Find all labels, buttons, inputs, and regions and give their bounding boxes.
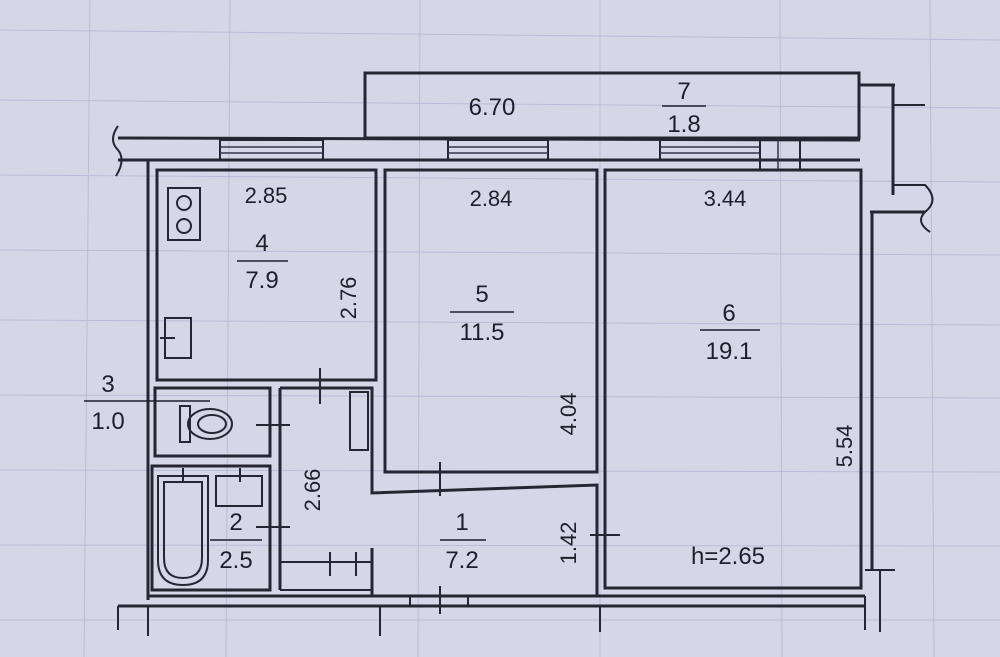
room6-area: 19.1 — [706, 338, 753, 365]
room2-number: 2 — [229, 509, 242, 536]
room5-width: 2.84 — [470, 186, 513, 211]
kitchen-depth: 2.76 — [336, 277, 361, 320]
balcony-door — [759, 137, 801, 171]
room1-number: 1 — [455, 509, 468, 536]
room3-area: 1.0 — [91, 408, 124, 435]
room5-area: 11.5 — [460, 319, 505, 346]
room6-walls — [603, 168, 863, 590]
bathroom-sink-icon — [215, 475, 263, 507]
room4-area: 7.9 — [245, 267, 278, 294]
balcony-length: 6.70 — [469, 94, 516, 121]
window-room6 — [659, 139, 761, 161]
bathtub-icon — [157, 475, 209, 587]
room5-walls — [383, 168, 599, 474]
kitchen-width: 2.85 — [245, 183, 288, 208]
room5-depth: 4.04 — [556, 393, 581, 436]
room6-number: 6 — [722, 300, 735, 327]
room6-width: 3.44 — [704, 186, 747, 211]
toilet-walls — [153, 386, 272, 458]
room-labels: 7 1.8 4 7.9 5 11.5 6 19.1 3 1.0 2 2.5 1 … — [84, 78, 760, 574]
fixtures — [157, 187, 263, 587]
room2-area: 2.5 — [219, 547, 252, 574]
room4-number: 4 — [255, 230, 268, 257]
window-room5 — [447, 139, 549, 161]
hall-depth: 2.66 — [300, 469, 325, 512]
corridor-depth: 1.42 — [556, 522, 581, 565]
room7-area: 1.8 — [667, 111, 700, 138]
break-mark-right — [893, 184, 934, 233]
door-marks — [182, 368, 620, 614]
stove-icon — [167, 187, 201, 241]
room1-area: 7.2 — [445, 547, 478, 574]
dimension-labels: 6.70 2.85 2.84 3.44 2.76 4.04 5.54 2.66 … — [245, 94, 857, 570]
ceiling-height: h=2.65 — [691, 543, 765, 570]
room7-number: 7 — [677, 78, 690, 105]
room3-number: 3 — [101, 371, 114, 398]
windows — [219, 137, 801, 607]
room6-depth: 5.54 — [832, 425, 857, 468]
kitchen-walls — [155, 168, 378, 382]
room5-number: 5 — [475, 281, 488, 308]
balcony-outline — [363, 71, 861, 140]
break-mark-left — [112, 125, 123, 177]
window-kitchen — [219, 139, 324, 161]
toilet-icon — [179, 405, 233, 443]
hall-walls — [280, 386, 599, 596]
